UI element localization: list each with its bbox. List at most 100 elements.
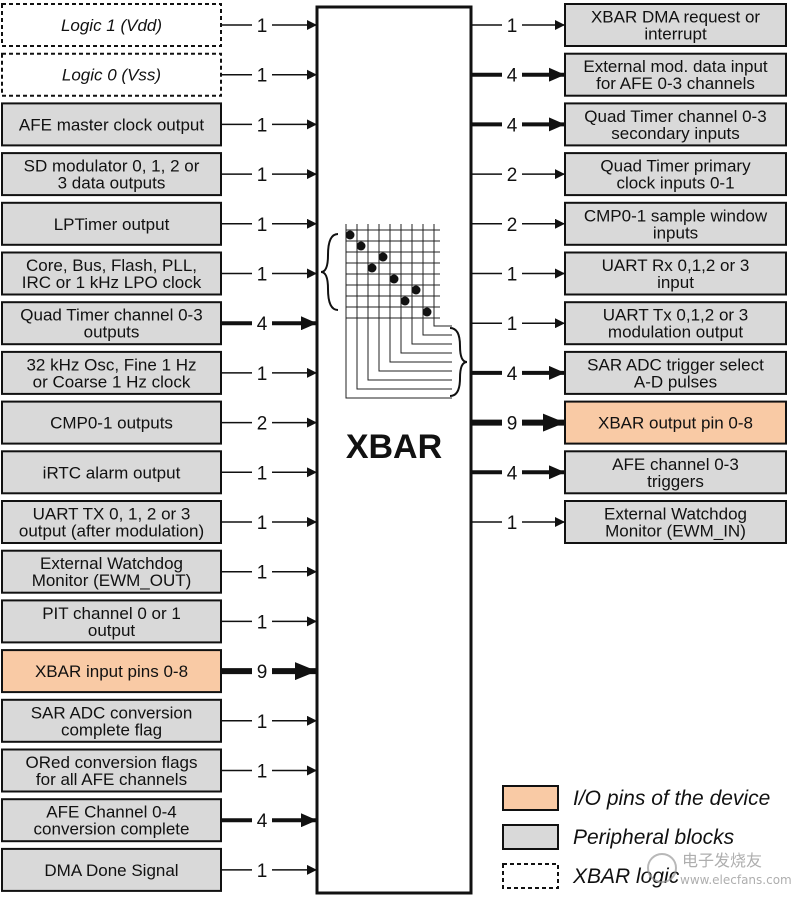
output-label-line: inputs — [653, 223, 698, 242]
output-label-line: interrupt — [644, 25, 707, 44]
matrix-column-line — [367, 224, 452, 381]
input-line-count: 9 — [257, 662, 268, 683]
input-block — [1, 798, 222, 843]
input-label-line: ORed conversion flags — [26, 753, 198, 772]
output-line-count: 4 — [507, 364, 518, 385]
input-label-line: Logic 0 (Vss) — [62, 66, 161, 85]
legend-swatch — [502, 785, 559, 811]
output-label-line: triggers — [647, 472, 704, 491]
output-block — [564, 400, 787, 445]
legend-label: Peripheral blocks — [573, 826, 735, 849]
watermark-text: 电子发烧友 — [682, 851, 762, 870]
input-label-line: SD modulator 0, 1, 2 or — [24, 157, 200, 176]
output-label-line: AFE channel 0-3 — [612, 455, 739, 474]
output-line-count: 4 — [507, 115, 518, 136]
input-label-line: Monitor (EWM_OUT) — [32, 571, 192, 590]
output-label-line: UART Tx 0,1,2 or 3 — [603, 306, 749, 325]
output-block — [564, 500, 787, 544]
output-label-line: XBAR DMA request or — [591, 8, 760, 27]
output-block — [564, 52, 787, 97]
input-line-count: 1 — [257, 513, 268, 534]
input-line-count: 1 — [257, 762, 268, 783]
input-label-line: Quad Timer channel 0-3 — [20, 306, 202, 325]
legend-item: XBAR logic — [502, 863, 680, 889]
input-label-line: LPTimer output — [54, 215, 170, 234]
output-line-count: 4 — [507, 66, 518, 87]
input-block — [1, 400, 222, 445]
input-line-count: 1 — [257, 115, 268, 136]
output-line-count: 1 — [507, 314, 518, 335]
input-line-count: 1 — [257, 66, 268, 87]
output-label-line: secondary inputs — [611, 124, 740, 143]
input-block — [1, 201, 222, 246]
output-block — [564, 102, 787, 147]
input-signal: CMP0-1 outputs 2 — [1, 400, 317, 445]
input-signal: Logic 1 (Vdd)1 — [1, 3, 317, 47]
input-label-line: complete flag — [61, 720, 162, 739]
output-label-line: External Watchdog — [604, 505, 747, 524]
output-block — [564, 450, 787, 495]
matrix-connection-dot — [345, 230, 355, 240]
input-block — [1, 549, 222, 594]
input-label-line: or Coarse 1 Hz clock — [33, 372, 191, 391]
input-line-count: 1 — [257, 563, 268, 584]
output-label-line: clock inputs 0-1 — [616, 174, 734, 193]
input-line-count: 2 — [257, 414, 268, 435]
matrix-column-line — [389, 224, 452, 363]
input-label-line: SAR ADC conversion — [31, 703, 193, 722]
input-label-line: outputs — [84, 323, 140, 342]
input-block — [1, 500, 222, 544]
legend-swatch — [502, 824, 559, 850]
output-block — [564, 3, 787, 47]
output-label-line: CMP0-1 sample window — [584, 206, 768, 225]
input-label-line: IRC or 1 kHz LPO clock — [22, 273, 202, 292]
output-block — [564, 251, 787, 296]
matrix-column-line — [400, 224, 452, 354]
input-label-line: 3 data outputs — [58, 174, 166, 193]
matrix-connection-dot — [400, 296, 410, 306]
input-label-line: Logic 1 (Vdd) — [61, 16, 162, 35]
watermark-logo-icon — [647, 853, 677, 883]
matrix-column-line — [356, 224, 452, 390]
matrix-column-line — [422, 224, 452, 336]
input-label-line: CMP0-1 outputs — [50, 414, 173, 433]
legend-label: XBAR logic — [572, 865, 680, 888]
output-line-count: 1 — [507, 16, 518, 37]
xbar-title: XBAR — [346, 428, 442, 466]
matrix-connection-dot — [422, 307, 432, 317]
matrix-connection-dot — [389, 274, 399, 284]
legend-item: I/O pins of the device — [502, 785, 770, 811]
output-line-count: 1 — [507, 265, 518, 286]
input-label-line: UART TX 0, 1, 2 or 3 — [33, 505, 191, 524]
input-label-line: output — [88, 621, 136, 640]
output-line-count: 2 — [507, 215, 518, 236]
output-block — [564, 350, 787, 395]
output-label-line: A-D pulses — [634, 372, 717, 391]
input-label-line: PIT channel 0 or 1 — [42, 604, 181, 623]
output-label-line: UART Rx 0,1,2 or 3 — [602, 256, 750, 275]
matrix-column-line — [411, 224, 452, 345]
input-line-count: 1 — [257, 861, 268, 882]
output-label-line: SAR ADC trigger select — [587, 355, 764, 374]
input-label-line: for all AFE channels — [36, 770, 187, 789]
input-line-count: 4 — [257, 314, 268, 335]
